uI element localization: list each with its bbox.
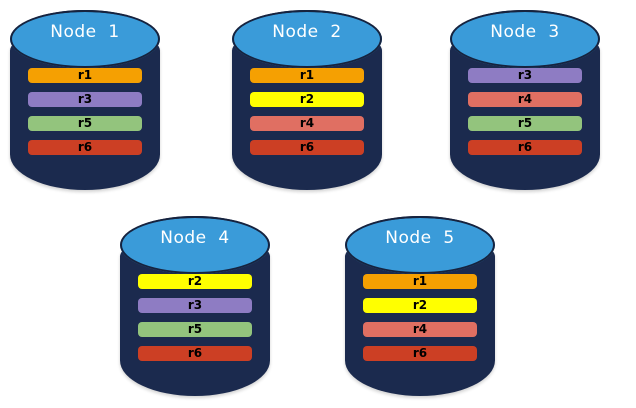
node-label: Node 3 xyxy=(490,22,560,42)
replica-bar[interactable]: r2 xyxy=(250,92,364,107)
node-label: Node 2 xyxy=(272,22,342,42)
replica-list: r1 r3 r5 r6 xyxy=(28,68,142,155)
replica-bar[interactable]: r5 xyxy=(138,322,252,337)
database-node-4[interactable]: Node 4 r2 r3 r5 r6 xyxy=(120,214,270,396)
replica-bar[interactable]: r1 xyxy=(28,68,142,83)
database-node-2[interactable]: Node 2 r1 r2 r4 r6 xyxy=(232,8,382,190)
replica-bar[interactable]: r1 xyxy=(363,274,477,289)
replica-bar[interactable]: r5 xyxy=(28,116,142,131)
database-node-1[interactable]: Node 1 r1 r3 r5 r6 xyxy=(10,8,160,190)
database-node-3[interactable]: Node 3 r3 r4 r5 r6 xyxy=(450,8,600,190)
replica-bar[interactable]: r6 xyxy=(138,346,252,361)
replica-bar[interactable]: r3 xyxy=(468,68,582,83)
database-node-5[interactable]: Node 5 r1 r2 r4 r6 xyxy=(345,214,495,396)
cylinder-top-icon xyxy=(120,216,270,274)
node-label: Node 5 xyxy=(385,228,455,248)
replica-bar[interactable]: r2 xyxy=(138,274,252,289)
replica-bar[interactable]: r6 xyxy=(28,140,142,155)
replica-list: r2 r3 r5 r6 xyxy=(138,274,252,361)
replica-list: r1 r2 r4 r6 xyxy=(250,68,364,155)
replica-bar[interactable]: r5 xyxy=(468,116,582,131)
replica-bar[interactable]: r4 xyxy=(250,116,364,131)
replica-list: r1 r2 r4 r6 xyxy=(363,274,477,361)
replica-bar[interactable]: r3 xyxy=(28,92,142,107)
replica-bar[interactable]: r4 xyxy=(363,322,477,337)
replica-bar[interactable]: r6 xyxy=(468,140,582,155)
replica-bar[interactable]: r4 xyxy=(468,92,582,107)
replica-list: r3 r4 r5 r6 xyxy=(468,68,582,155)
replica-bar[interactable]: r3 xyxy=(138,298,252,313)
replica-bar[interactable]: r6 xyxy=(363,346,477,361)
node-label: Node 1 xyxy=(50,22,120,42)
node-label: Node 4 xyxy=(160,228,230,248)
replica-bar[interactable]: r6 xyxy=(250,140,364,155)
replica-bar[interactable]: r1 xyxy=(250,68,364,83)
replica-bar[interactable]: r2 xyxy=(363,298,477,313)
